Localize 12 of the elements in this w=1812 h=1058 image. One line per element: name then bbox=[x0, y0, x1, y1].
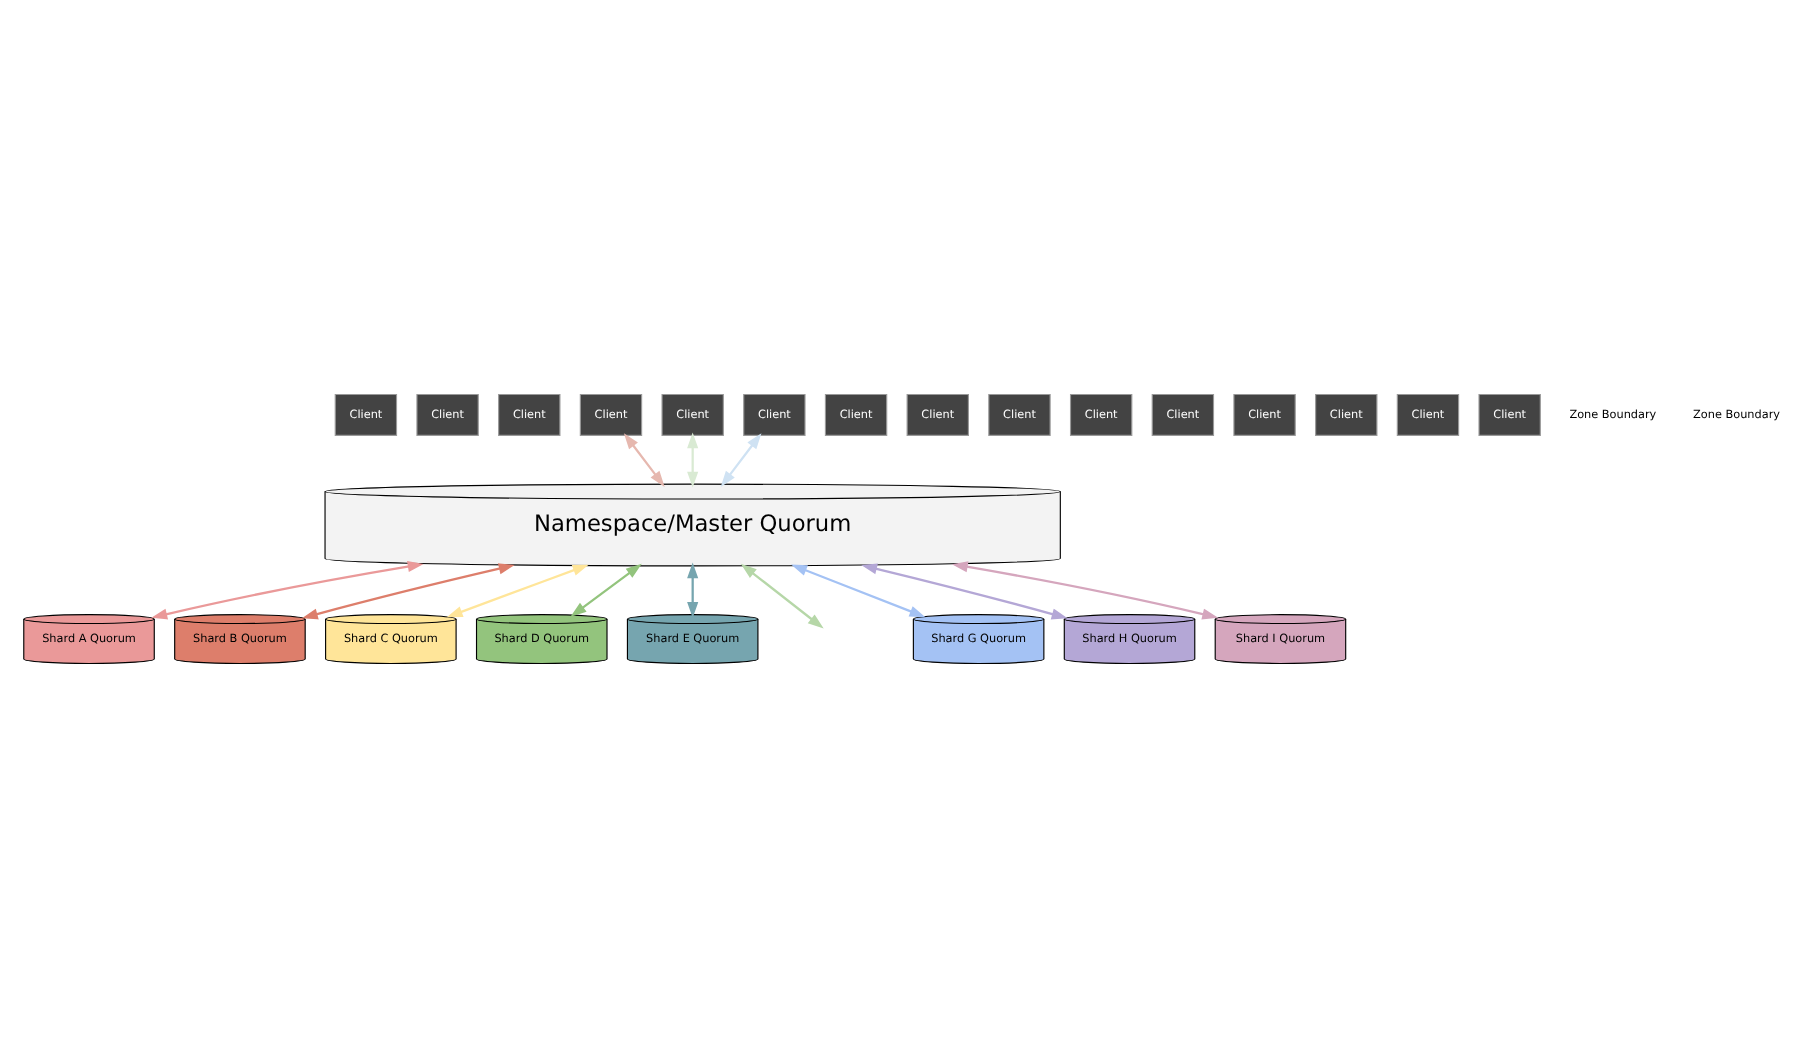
arrow bbox=[446, 564, 589, 618]
arrow bbox=[791, 564, 926, 618]
arrow bbox=[151, 561, 424, 620]
arrow bbox=[301, 563, 515, 620]
arrow bbox=[623, 433, 665, 487]
arrow bbox=[720, 433, 762, 487]
arrow bbox=[687, 432, 699, 488]
arrow bbox=[740, 563, 824, 629]
arrow bbox=[687, 562, 699, 619]
arrow bbox=[570, 563, 642, 617]
arrow bbox=[951, 561, 1219, 620]
arrow bbox=[861, 563, 1068, 620]
